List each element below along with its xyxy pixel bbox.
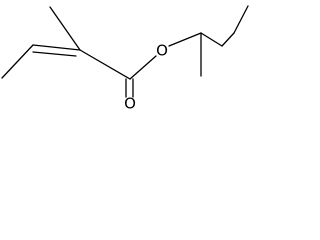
bond-alkene-outer [32, 44, 81, 51]
bond-alkene-inner [32, 51, 77, 57]
bond-chain-3 [233, 5, 249, 34]
bond-alkene-double [32, 44, 81, 57]
bond-carbonyl-double [125, 78, 134, 98]
carbonyl-oxygen-label: O [124, 95, 136, 112]
bond-alpha-methyl [49, 6, 81, 51]
bond-terminal-methyl [1, 44, 34, 79]
bond-chain-2 [221, 32, 235, 47]
molecule-structure-diagram: O O [1, 5, 249, 112]
bond-ester-oxygen-to-ch [168, 32, 202, 47]
bond-alpha-to-carbonyl [79, 49, 131, 80]
ester-oxygen-label: O [156, 42, 168, 60]
bond-carbonyl-to-ester-oxygen [129, 55, 157, 80]
bond-chain-1 [200, 32, 223, 47]
